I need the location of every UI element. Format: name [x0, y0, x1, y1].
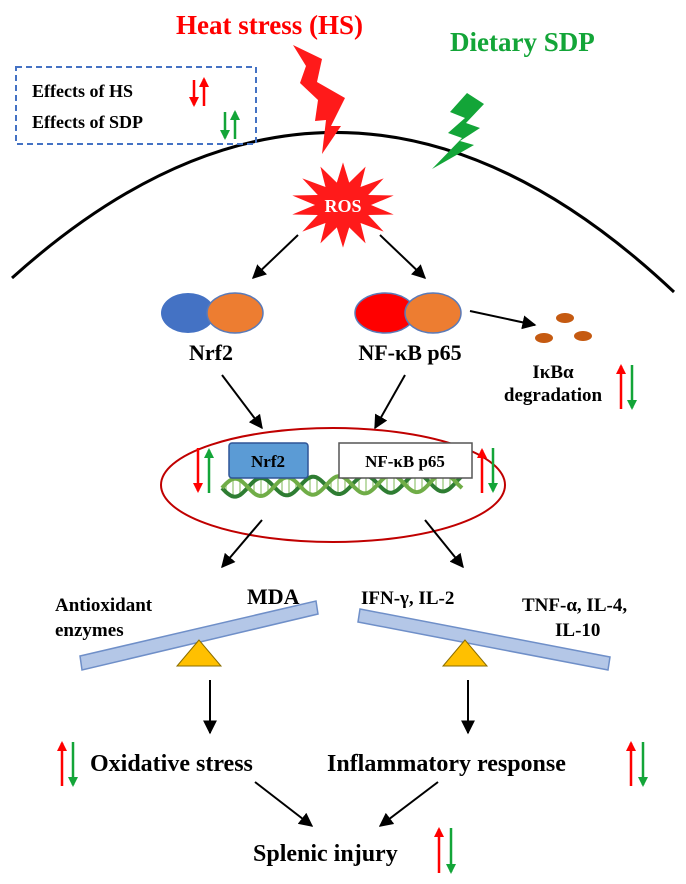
arrow-nfkb-to-nucleus: [374, 374, 406, 430]
dietary-sdp-title: Dietary SDP: [450, 27, 595, 57]
arrow-to-ikba: [469, 310, 537, 330]
cell-membrane: [10, 130, 676, 294]
arrow-ros-to-nfkb: [379, 234, 427, 279]
legend-sdp-label: Effects of SDP: [32, 112, 143, 132]
starburst-icon: [292, 162, 394, 248]
ikba-degradation-label: degradation: [504, 385, 603, 406]
right-fulcrum: [441, 639, 489, 667]
ikba-fragment: [574, 331, 592, 341]
ros-label: ROS: [324, 196, 361, 216]
arrow-oxidative-to-injury: [254, 781, 314, 827]
left-balance-beam: [79, 600, 319, 671]
nfkb-label: NF-κB p65: [358, 340, 461, 365]
arrow-ros-to-nrf2: [251, 234, 299, 279]
nucleus: [160, 427, 506, 543]
nrf2-blue-subunit: [161, 293, 215, 333]
il10-label: IL-10: [555, 620, 600, 641]
oxidative-stress-label: Oxidative stress: [90, 751, 253, 777]
ikba-fragment: [535, 333, 553, 343]
antioxidant-label: Antioxidant: [55, 595, 153, 616]
legend-hs-label: Effects of HS: [32, 81, 133, 101]
arrow-nrf2-to-nucleus: [221, 374, 263, 430]
arrow-to-left-balance: [221, 519, 263, 569]
arrow-to-right-balance: [424, 519, 464, 569]
inflammatory-response-label: Inflammatory response: [327, 751, 566, 777]
arrow-inflammatory-to-injury: [378, 781, 439, 827]
enzymes-label: enzymes: [55, 620, 124, 641]
heat-stress-title: Heat stress (HS): [176, 10, 363, 40]
nrf2-orange-subunit: [206, 292, 264, 334]
left-fulcrum: [175, 639, 223, 667]
nfkb-nuclear-box: [338, 442, 473, 479]
nfkb-nuclear-label: NF-κB p65: [365, 452, 445, 471]
nrf2-nuclear-label: Nrf2: [251, 452, 285, 471]
ikba-fragment: [556, 313, 574, 323]
mda-label: MDA: [247, 584, 300, 609]
nfkb-orange-subunit: [404, 292, 462, 334]
right-balance-beam: [357, 608, 611, 671]
ikba-label: IκBα: [532, 362, 574, 383]
tnf-il4-label: TNF-α, IL-4,: [522, 595, 627, 616]
legend-box: [15, 66, 257, 145]
ifn-il2-label: IFN-γ, IL-2: [361, 588, 454, 609]
nrf2-label: Nrf2: [189, 340, 233, 365]
lightning-bolt-icon: [432, 93, 484, 169]
lightning-bolt-icon: [293, 45, 345, 154]
splenic-injury-label: Splenic injury: [253, 841, 398, 867]
nrf2-nuclear-box: [228, 442, 309, 479]
